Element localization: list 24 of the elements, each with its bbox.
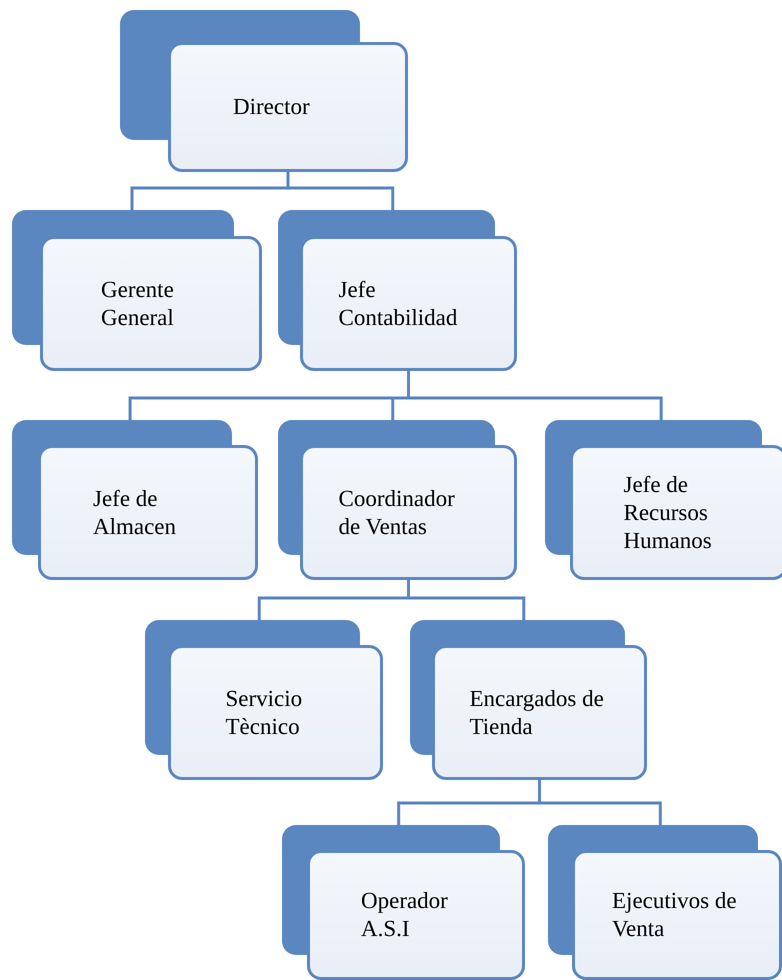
org-chart-box — [278, 420, 517, 580]
connector-line — [407, 371, 663, 420]
connector-line — [286, 172, 394, 210]
position-title: Encargados de Tienda — [470, 684, 605, 740]
position-title: Jefe Contabilidad — [338, 276, 458, 332]
org-chart-box — [120, 10, 408, 172]
org-chart-box — [12, 420, 258, 580]
org-chart-box — [545, 420, 782, 580]
connector-line — [538, 780, 662, 825]
org-chart-box — [410, 620, 647, 780]
connector-line — [407, 580, 526, 620]
position-title: Gerente General — [101, 276, 175, 332]
position-title: Servicio Tècnico — [226, 684, 304, 740]
position-title: Operador A.S.I — [361, 887, 449, 943]
position-title: Jefe de Recursos Humanos — [624, 470, 713, 554]
org-chart-box — [548, 825, 782, 980]
org-chart-box — [278, 210, 517, 371]
position-title: Ejecutivos de Venta — [612, 887, 738, 943]
position-title: Director — [233, 93, 311, 121]
position-title: Jefe de Almacen — [93, 484, 178, 540]
org-chart-box — [145, 620, 383, 780]
org-chart-box — [12, 210, 262, 371]
position-title: Coordinador de Ventas — [338, 484, 456, 540]
org-chart-box — [282, 825, 525, 980]
